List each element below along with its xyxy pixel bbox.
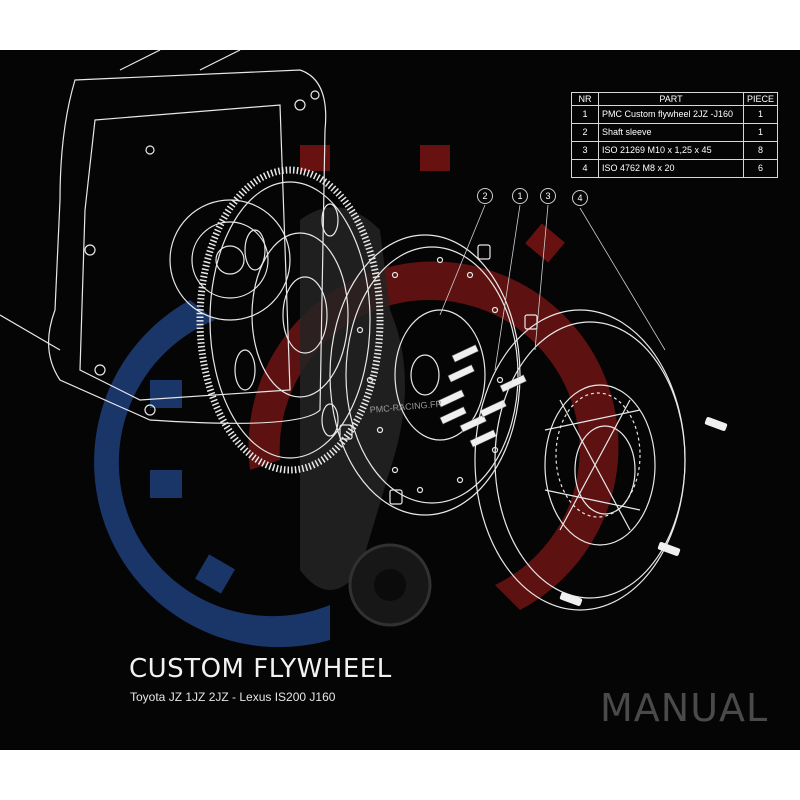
exploded-flywheel-drawing: PMC-RACING.FR	[0, 50, 728, 648]
row-nr: 3	[571, 141, 599, 160]
header-part: PART	[598, 92, 744, 106]
callout-1: 1	[512, 188, 528, 204]
row-piece: 1	[742, 105, 779, 124]
callout-3: 3	[540, 188, 556, 204]
header-nr: NR	[571, 92, 599, 106]
table-row: 4 ISO 4762 M8 x 20 6	[571, 159, 779, 178]
row-piece: 1	[742, 123, 779, 142]
callout-4: 4	[572, 190, 588, 206]
header-piece: PIECE	[742, 92, 779, 106]
parts-table: NR PART PIECE 1 PMC Custom flywheel 2JZ …	[571, 92, 779, 178]
page-title: CUSTOM FLYWHEEL	[129, 654, 392, 684]
page-subtitle: Toyota JZ 1JZ 2JZ - Lexus IS200 J160	[130, 690, 336, 704]
manual-label: MANUAL	[600, 686, 769, 730]
row-nr: 2	[571, 123, 599, 142]
parts-table-header: NR PART PIECE	[571, 92, 779, 106]
row-part: PMC Custom flywheel 2JZ -J160	[598, 105, 744, 124]
row-part: ISO 4762 M8 x 20	[598, 159, 744, 178]
table-row: 3 ISO 21269 M10 x 1,25 x 45 8	[571, 141, 779, 160]
row-part: Shaft sleeve	[598, 123, 744, 142]
table-row: 1 PMC Custom flywheel 2JZ -J160 1	[571, 105, 779, 124]
row-piece: 6	[742, 159, 779, 178]
table-row: 2 Shaft sleeve 1	[571, 123, 779, 142]
callout-2: 2	[477, 188, 493, 204]
row-part: ISO 21269 M10 x 1,25 x 45	[598, 141, 744, 160]
row-nr: 1	[571, 105, 599, 124]
poster: PMC-RACING.FR 2 1 3 4 NR PART PIECE 1 PM…	[0, 50, 800, 750]
row-nr: 4	[571, 159, 599, 178]
row-piece: 8	[742, 141, 779, 160]
